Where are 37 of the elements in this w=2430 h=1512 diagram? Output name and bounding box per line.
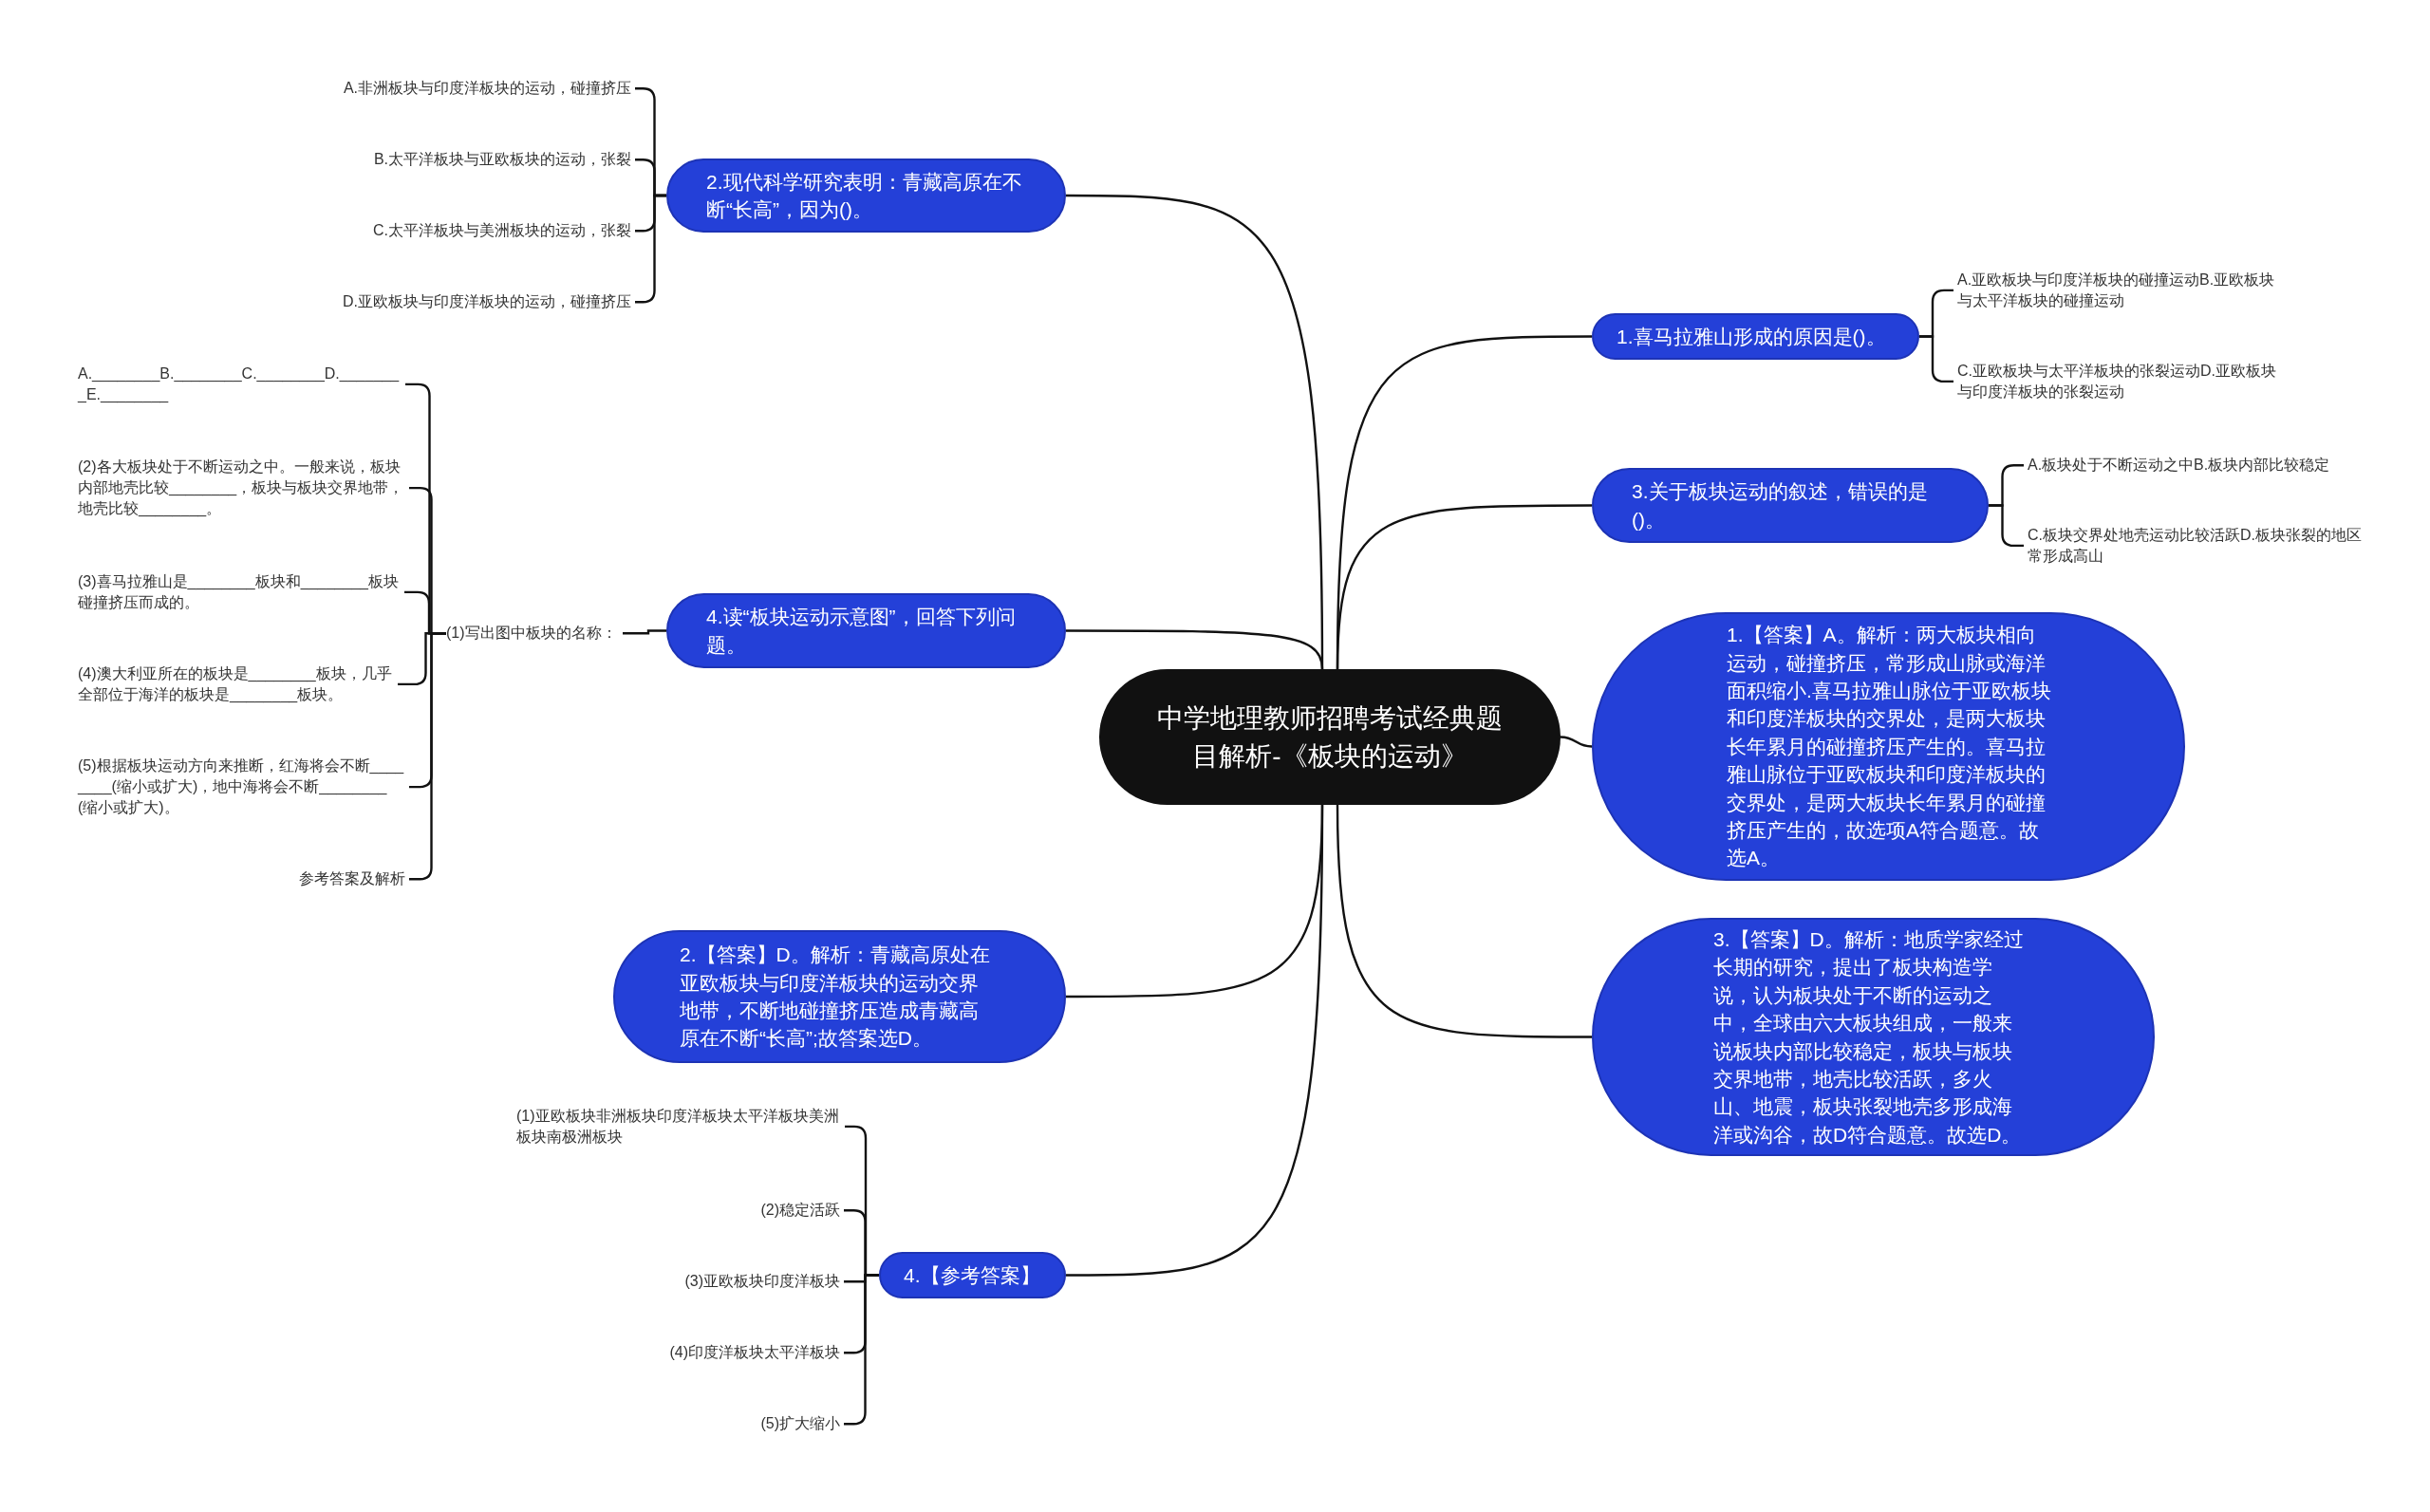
topic-box: 3.【答案】D。解析：地质学家经过长期的研究，提出了板块构造学说，认为板块处于不断的运动之中，全球由六大板块组成，一般来说板块内部比较稳定，板块与板块交界地带，地壳比较活跃，多火山、地震，板块张裂地壳多形成海洋或沟谷，故D符合题意。故选D。 [1592, 918, 2155, 1156]
option-text: D.亚欧板块与印度洋板块的运动，碰撞挤压 [341, 291, 631, 313]
option-text: (4)澳大利亚所在的板块是________板块，几乎全部位于海洋的板块是________板块。 [78, 663, 394, 706]
option-text: A.亚欧板块与印度洋板块的碰撞运动B.亚欧板块与太平洋板块的碰撞运动 [1957, 269, 2277, 312]
connector-line [1336, 804, 1592, 1038]
option-text: B.太平洋板块与亚欧板块的运动，张裂 [371, 149, 631, 171]
option-text: A.板块处于不断运动之中B.板块内部比较稳定 [2028, 455, 2332, 476]
connector-line [1066, 805, 1324, 1277]
connector-line [1066, 629, 1324, 670]
topic-box: 3.关于板块运动的叙述，错误的是()。 [1592, 468, 1989, 543]
option-text: (2)各大板块处于不断运动之中。一般来说，板块内部地壳比较________，板块与板块交界地带，地壳比较________。 [78, 456, 405, 520]
option-text: C.太平洋板块与美洲板块的运动，张裂 [371, 220, 631, 242]
connector-line [1560, 736, 1593, 748]
topic-box: 4.【参考答案】 [879, 1252, 1066, 1298]
option-text: (5)扩大缩小 [758, 1413, 840, 1435]
option-text: (4)印度洋板块太平洋板块 [667, 1342, 840, 1364]
option-text: A.________B.________C.________D.________E.________ [78, 363, 402, 406]
option-text: C.亚欧板块与太平洋板块的张裂运动D.亚欧板块与印度洋板块的张裂运动 [1957, 360, 2278, 403]
topic-box: 1.【答案】A。解析：两大板块相向运动，碰撞挤压，常形成山脉或海洋面积缩小.喜马拉雅山脉位于亚欧板块和印度洋板块的交界处，是两大板块长年累月的碰撞挤压产生的。喜马拉雅山脉位于亚欧板块和印度洋板块的交界处，是两大板块长年累月的碰撞挤压产生的，故选项A符合题意。故选A。 [1592, 612, 2185, 881]
option-text: C.板块交界处地壳运动比较活跃D.板块张裂的地区常形成高山 [2028, 524, 2364, 568]
connector-line [1919, 335, 1953, 383]
topic-box: 4.读“板块运动示意图”，回答下列问题。 [666, 593, 1066, 668]
topic-box: 2.现代科学研究表明：青藏高原在不断“长高”，因为()。 [666, 159, 1066, 233]
option-text: (1)写出图中板块的名称： [446, 623, 619, 644]
option-text: (1)亚欧板块非洲板块印度洋板块太平洋板块美洲板块南极洲板块 [516, 1105, 841, 1148]
option-text: 参考答案及解析 [297, 868, 405, 890]
option-text: (5)根据板块运动方向来推断，红海将会不断________(缩小或扩大)，地中海将会不断________(缩小或扩大)。 [78, 755, 405, 819]
option-text: (3)喜马拉雅山是________板块和________板块碰撞挤压而成的。 [78, 570, 401, 614]
connector-line [1336, 504, 1592, 670]
connector-line [623, 629, 666, 635]
connector-line [1989, 504, 2024, 548]
topic-box: 1.喜马拉雅山形成的原因是()。 [1592, 313, 1919, 360]
option-text: (2)稳定活跃 [758, 1200, 840, 1222]
option-text: (3)亚欧板块印度洋板块 [682, 1271, 840, 1293]
topic-box: 2.【答案】D。解析：青藏高原处在亚欧板块与印度洋板块的运动交界地带，不断地碰撞挤压造成青藏高原在不断“长高”;故答案选D。 [613, 930, 1066, 1063]
central-topic: 中学地理教师招聘考试经典题目解析-《板块的运动》 [1099, 669, 1561, 805]
option-text: A.非洲板块与印度洋板块的运动，碰撞挤压 [341, 78, 631, 100]
